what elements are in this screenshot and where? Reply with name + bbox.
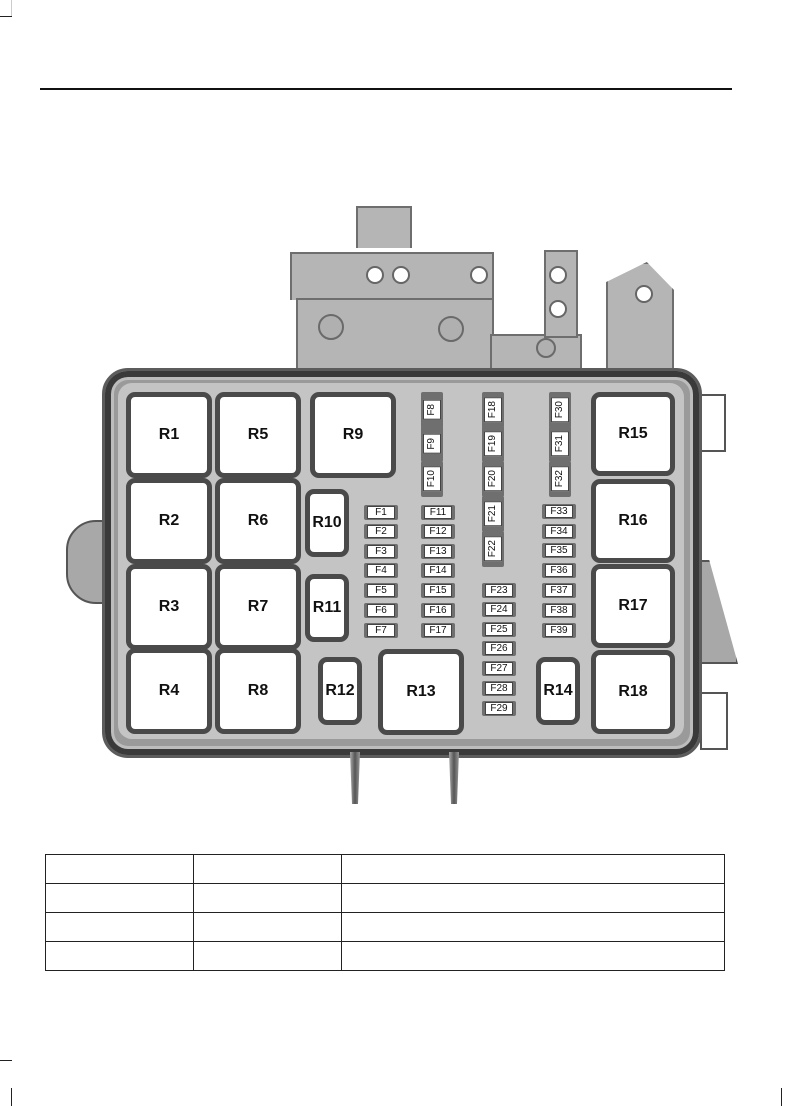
relay-r4[interactable]: R4 <box>126 648 212 734</box>
fuse-f32[interactable]: F32 <box>549 461 571 497</box>
right-side-latch <box>700 692 728 750</box>
table-cell <box>193 912 342 942</box>
table-row <box>45 912 725 942</box>
legend-table <box>45 854 725 971</box>
table-cell <box>45 912 194 942</box>
table-cell <box>341 912 725 942</box>
mounting-pin <box>449 752 459 804</box>
crop-mark-bottom-left-h <box>0 1060 12 1061</box>
top-bracket-tab <box>356 206 412 248</box>
fuse-f36[interactable]: F36 <box>542 563 576 578</box>
fuse-f31[interactable]: F31 <box>549 426 571 462</box>
mount-hole <box>549 300 567 318</box>
header-rule <box>40 88 732 90</box>
relay-r16[interactable]: R16 <box>591 479 675 563</box>
fuse-f21[interactable]: F21 <box>482 496 504 532</box>
table-cell <box>45 941 194 971</box>
fuse-f11[interactable]: F11 <box>421 505 455 520</box>
fuse-f10[interactable]: F10 <box>421 461 443 497</box>
mounting-pin <box>350 752 360 804</box>
crop-mark-bottom-left-v <box>11 1088 12 1106</box>
relay-r3[interactable]: R3 <box>126 564 212 650</box>
fuse-f14[interactable]: F14 <box>421 563 455 578</box>
fuse-f5[interactable]: F5 <box>364 583 398 598</box>
table-row <box>45 883 725 913</box>
fuse-f38[interactable]: F38 <box>542 603 576 618</box>
fuse-box-diagram: R1 R2 R3 R4 R5 R6 R7 R8 R9 R10 R11 R12 R… <box>66 206 738 804</box>
top-bracket-right-post <box>544 250 578 338</box>
relay-r18[interactable]: R18 <box>591 650 675 734</box>
fuse-f27[interactable]: F27 <box>482 661 516 676</box>
fuse-f37[interactable]: F37 <box>542 583 576 598</box>
relay-r2[interactable]: R2 <box>126 478 212 564</box>
mount-hole <box>635 285 653 303</box>
relay-r14[interactable]: R14 <box>536 657 580 725</box>
fuse-f23[interactable]: F23 <box>482 583 516 598</box>
fuse-f17[interactable]: F17 <box>421 623 455 638</box>
table-cell <box>341 854 725 884</box>
mount-hole <box>392 266 410 284</box>
table-cell <box>193 941 342 971</box>
mount-boss <box>318 314 344 340</box>
mount-boss <box>438 316 464 342</box>
relay-r13[interactable]: R13 <box>378 649 464 735</box>
mount-hole <box>470 266 488 284</box>
mount-hole <box>366 266 384 284</box>
fuse-f8[interactable]: F8 <box>421 392 443 428</box>
relay-r6[interactable]: R6 <box>215 478 301 564</box>
fuse-f12[interactable]: F12 <box>421 524 455 539</box>
relay-r5[interactable]: R5 <box>215 392 301 478</box>
fuse-f15[interactable]: F15 <box>421 583 455 598</box>
fuse-f25[interactable]: F25 <box>482 622 516 637</box>
relay-r15[interactable]: R15 <box>591 392 675 476</box>
right-side-latch <box>700 394 726 452</box>
fuse-f18[interactable]: F18 <box>482 392 504 428</box>
fuse-f22[interactable]: F22 <box>482 531 504 567</box>
relay-r12[interactable]: R12 <box>318 657 362 725</box>
crop-mark-top-left-h <box>0 16 12 17</box>
fuse-f20[interactable]: F20 <box>482 461 504 497</box>
fuse-f29[interactable]: F29 <box>482 701 516 716</box>
table-cell <box>193 883 342 913</box>
fuse-f6[interactable]: F6 <box>364 603 398 618</box>
fuse-f2[interactable]: F2 <box>364 524 398 539</box>
fuse-f4[interactable]: F4 <box>364 563 398 578</box>
relay-r7[interactable]: R7 <box>215 564 301 650</box>
relay-r10[interactable]: R10 <box>305 489 349 557</box>
fuse-f30[interactable]: F30 <box>549 392 571 428</box>
relay-r17[interactable]: R17 <box>591 564 675 648</box>
angled-mount-bracket <box>606 262 674 374</box>
fuse-f33[interactable]: F33 <box>542 504 576 519</box>
crop-mark-bottom-right-v <box>781 1088 782 1106</box>
fuse-f19[interactable]: F19 <box>482 426 504 462</box>
fuse-f9[interactable]: F9 <box>421 426 443 462</box>
fuse-f39[interactable]: F39 <box>542 623 576 638</box>
table-row <box>45 854 725 884</box>
fuse-f26[interactable]: F26 <box>482 641 516 656</box>
fuse-f3[interactable]: F3 <box>364 544 398 559</box>
left-side-clip <box>66 520 106 604</box>
relay-r9[interactable]: R9 <box>310 392 396 478</box>
fuse-f1[interactable]: F1 <box>364 505 398 520</box>
crop-mark-top-left-v <box>11 0 12 16</box>
relay-r8[interactable]: R8 <box>215 648 301 734</box>
mount-boss <box>536 338 556 358</box>
fuse-f28[interactable]: F28 <box>482 681 516 696</box>
relay-r11[interactable]: R11 <box>305 574 349 642</box>
table-cell <box>341 883 725 913</box>
fuse-f16[interactable]: F16 <box>421 603 455 618</box>
relay-r1[interactable]: R1 <box>126 392 212 478</box>
fuse-f13[interactable]: F13 <box>421 544 455 559</box>
fuse-f24[interactable]: F24 <box>482 602 516 617</box>
table-cell <box>45 854 194 884</box>
fuse-f34[interactable]: F34 <box>542 524 576 539</box>
fuse-f35[interactable]: F35 <box>542 543 576 558</box>
table-cell <box>45 883 194 913</box>
table-cell <box>193 854 342 884</box>
table-cell <box>341 941 725 971</box>
fuse-f7[interactable]: F7 <box>364 623 398 638</box>
table-row <box>45 941 725 971</box>
mount-hole <box>549 266 567 284</box>
